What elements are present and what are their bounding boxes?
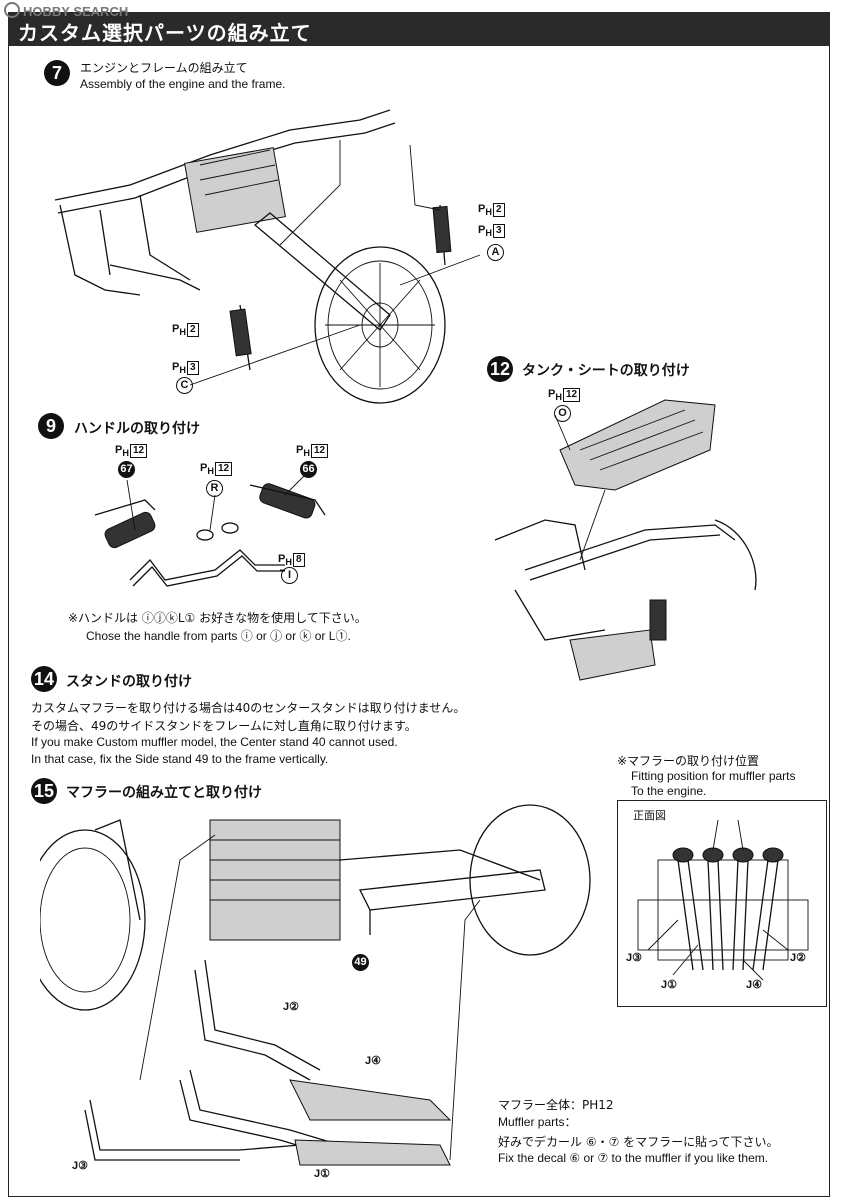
fitting-title-jp: ※マフラーの取り付け位置 — [617, 754, 760, 768]
label-part-66: 66 — [300, 461, 317, 478]
muffler-parts-en: Muffler parts： — [498, 1115, 577, 1129]
page-title: カスタム選択パーツの組み立て — [18, 21, 312, 45]
watermark-text: HOBBY SEARCH — [23, 4, 129, 19]
muffler-assembly-diagram — [40, 804, 591, 1166]
fitting-title-en1: Fitting position for muffler parts — [631, 769, 796, 783]
step-7-number: 7 — [44, 60, 70, 86]
label-j2: J② — [283, 1001, 299, 1013]
front-label-j2: J② — [790, 952, 806, 964]
step-9-number: 9 — [38, 413, 64, 439]
decal-jp: 好みでデカール ⑥・⑦ をマフラーに貼って下さい。 — [498, 1135, 779, 1149]
front-view-diagram — [637, 820, 809, 981]
step-12-number: 12 — [487, 356, 513, 382]
step-9-note-jp: ※ハンドルは ⓘⓙⓚL① お好きな物を使用して下さい。 — [68, 611, 367, 625]
front-label-j3: J③ — [626, 952, 642, 964]
step-14-line2-en: In that case, fix the Side stand 49 to t… — [31, 752, 329, 766]
step-14-line1-jp: カスタムマフラーを取り付ける場合は40のセンタースタンドは取り付けません。 — [31, 701, 466, 715]
step-12-title: タンク・シートの取り付け — [522, 362, 690, 378]
front-view-box — [617, 800, 827, 1007]
fitting-title-en2: To the engine. — [631, 784, 707, 798]
front-label-j1: J① — [661, 979, 677, 991]
step-9-note-en: Chose the handle from parts ⓘ or ⓙ or ⓚ … — [86, 629, 351, 643]
watermark-logo-icon — [4, 2, 20, 18]
tank-seat-diagram — [494, 399, 757, 681]
label-part-c: C — [176, 377, 193, 394]
step-15-number: 15 — [31, 778, 57, 804]
step-7-title-jp: エンジンとフレームの組み立て — [80, 61, 248, 75]
step-9-title: ハンドルの取り付け — [74, 420, 200, 436]
front-view-label: 正面図 — [633, 809, 666, 822]
header-bar — [8, 12, 830, 46]
step-15-title: マフラーの組み立てと取り付け — [66, 784, 262, 800]
label-part-i: I — [281, 567, 298, 584]
label-part-67: 67 — [118, 461, 135, 478]
step-14-number: 14 — [31, 666, 57, 692]
step-14-line1-en: If you make Custom muffler model, the Ce… — [31, 735, 398, 749]
label-j1: J① — [314, 1168, 330, 1180]
step-7-title-en: Assembly of the engine and the frame. — [80, 77, 286, 91]
watermark: HOBBY SEARCH — [4, 2, 128, 19]
front-label-j4: J④ — [746, 979, 762, 991]
label-j4: J④ — [365, 1055, 381, 1067]
label-part-o: O — [554, 405, 571, 422]
step-14-line2-jp: その場合、49のサイドスタンドをフレームに対し直角に取り付けます。 — [31, 719, 417, 733]
label-part-a: A — [487, 244, 504, 261]
handle-diagram — [94, 474, 326, 587]
label-j3: J③ — [72, 1160, 88, 1172]
decal-en: Fix the decal ⑥ or ⑦ to the muffler if y… — [498, 1151, 769, 1165]
engine-frame-diagram — [54, 109, 481, 404]
muffler-all-jp: マフラー全体：PH12 — [498, 1098, 614, 1112]
step-14-title: スタンドの取り付け — [66, 673, 192, 689]
label-part-49: 49 — [352, 954, 369, 971]
